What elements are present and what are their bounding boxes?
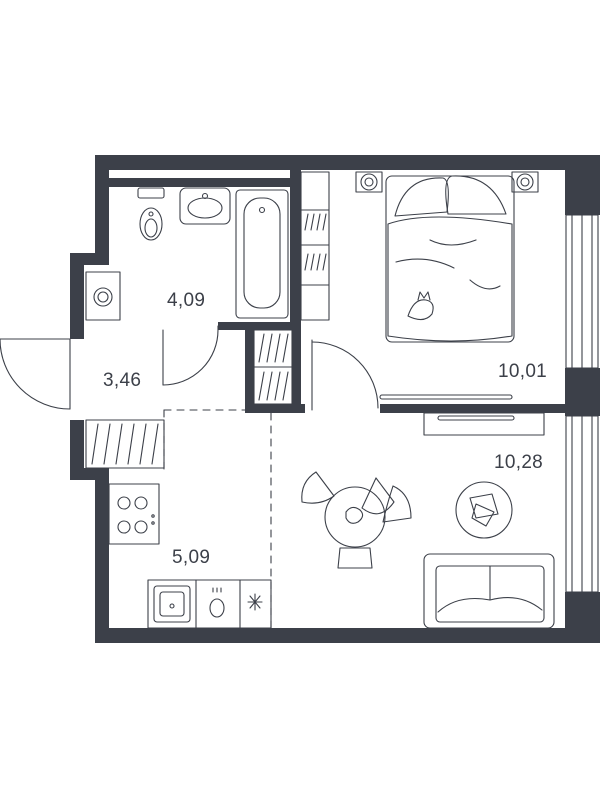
tv-icon [379, 394, 513, 400]
tv-stand-icon [423, 412, 545, 436]
fridge-icon [247, 593, 263, 611]
kitchen-area-label: 5,09 [172, 547, 211, 568]
kitchen-sink-icon [153, 585, 191, 623]
lamp-right-icon [511, 171, 539, 193]
entrance-door-icon [0, 338, 71, 410]
zone-divider [163, 409, 272, 629]
sofa-icon [423, 553, 555, 629]
bathroom-door-icon [162, 325, 219, 386]
walls [70, 155, 600, 643]
washing-machine-icon [85, 271, 121, 321]
lamp-left-icon [355, 171, 383, 193]
dishwasher-icon [209, 587, 225, 618]
kitchen-counter-icon [147, 579, 272, 629]
hallway-area-label: 3,46 [103, 370, 142, 391]
bedroom-door-icon [311, 339, 379, 411]
bathroom-area-label: 4,09 [167, 290, 206, 311]
wardrobe-bedroom [300, 171, 330, 321]
coffee-table-icon [455, 481, 513, 539]
cooktop-icon [108, 483, 160, 545]
bedroom-area-label: 10,01 [498, 361, 548, 382]
sink-icon [179, 187, 231, 225]
wardrobe-entrance [85, 419, 165, 469]
bed-icon [385, 175, 515, 343]
window-lower [565, 415, 599, 593]
dining-table-icon [301, 471, 412, 569]
bathtub-icon [235, 189, 289, 319]
window-upper [565, 214, 599, 369]
wardrobe-hall [253, 329, 293, 405]
toilet-icon [137, 187, 165, 241]
living-area-label: 10,28 [494, 452, 544, 473]
